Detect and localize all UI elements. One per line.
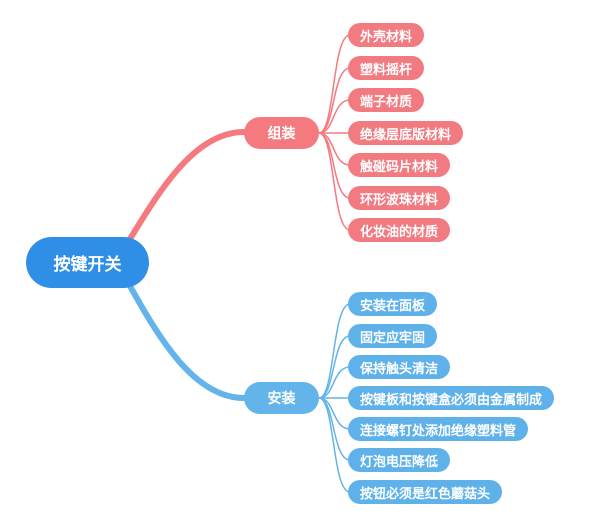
leaf-label: 环形波珠材料 [360,192,439,208]
leaf-node[interactable]: 外壳材料 [348,23,425,47]
leaf-node[interactable]: 连接螺钉处添加绝缘塑料管 [348,417,529,441]
leaf-label: 灯泡电压降低 [360,454,439,470]
leaf-node[interactable]: 化妆油的材质 [348,218,451,242]
leaf-node[interactable]: 安装在面板 [348,292,438,316]
root-label: 按键开关 [53,255,122,275]
leaf-label: 绝缘层底版材料 [360,127,452,143]
leaf-label: 触碰码片材料 [360,159,439,175]
link-branch-to-leaf [318,366,351,399]
leaf-node[interactable]: 固定应牢固 [348,324,438,348]
leaf-node[interactable]: 塑料摇杆 [348,56,425,80]
link-branch-to-leaf [318,132,351,231]
leaf-node[interactable]: 绝缘层底版材料 [348,121,464,145]
link-branch-to-leaf [318,67,351,134]
leaf-node[interactable]: 端子材质 [348,88,425,112]
leaf-node[interactable]: 环形波珠材料 [348,186,451,210]
link-branch-to-leaf [318,132,351,166]
leaf-label: 塑料摇杆 [360,62,413,78]
leaf-node[interactable]: 灯泡电压降低 [348,448,451,472]
leaf-label: 按钮必须是红色蘑菇头 [360,486,491,502]
leaf-label: 外壳材料 [360,29,413,45]
link-branch-to-leaf [318,397,351,493]
leaf-label: 端子材质 [360,94,413,110]
link-branch-to-leaf [318,397,351,430]
link-branch-to-leaf [318,335,351,399]
root-node[interactable]: 按键开关 [26,237,149,288]
leaf-node[interactable]: 按钮必须是红色蘑菇头 [348,480,503,504]
branch-label: 安装 [267,391,296,407]
link-branch-to-leaf [318,99,351,134]
leaf-label: 连接螺钉处添加绝缘塑料管 [360,423,517,439]
link-root-to-branch-b [127,283,247,401]
link-root-to-branch-a [127,129,247,242]
leaf-label: 按键板和按键盒必须由金属制成 [360,392,543,408]
link-branch-to-leaf [318,303,351,399]
leaf-label: 保持触头清洁 [360,361,439,377]
leaf-node[interactable]: 保持触头清洁 [348,355,451,379]
link-branch-to-leaf [318,34,351,134]
branch-node-assembly[interactable]: 组装 [244,117,319,149]
leaf-label: 安装在面板 [360,298,426,314]
leaf-node[interactable]: 触碰码片材料 [348,153,451,177]
leaf-node[interactable]: 按键板和按键盒必须由金属制成 [348,386,555,410]
branch-label: 组装 [267,126,296,142]
leaf-label: 固定应牢固 [360,330,426,346]
leaf-label: 化妆油的材质 [360,224,439,240]
branch-node-installation[interactable]: 安装 [244,382,319,414]
